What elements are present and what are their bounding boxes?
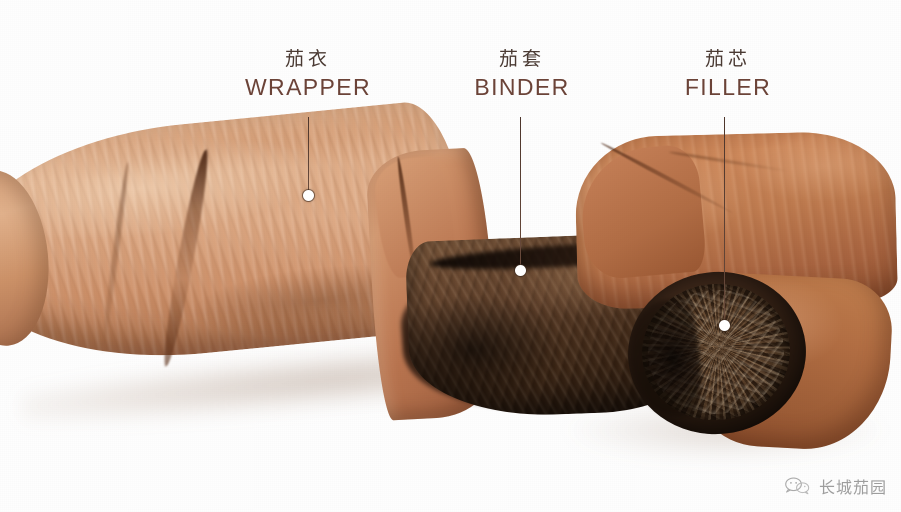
leader-line-wrapper (307, 117, 309, 193)
leader-line-filler (723, 117, 725, 325)
leader-line-binder (519, 117, 521, 270)
leader-dot-wrapper (302, 190, 314, 201)
watermark-text: 长城茄园 (818, 478, 887, 497)
callout-filler: 茄芯 FILLER (648, 48, 808, 103)
leader-dot-binder (514, 265, 526, 276)
leader-dot-filler (718, 320, 730, 331)
callout-binder-cn-label: 茄套 (498, 48, 545, 70)
wechat-icon (785, 477, 810, 495)
callout-wrapper-en-label: WRAPPER (244, 73, 372, 100)
callout-binder: 茄套 BINDER (442, 48, 602, 103)
watermark: 长城茄园 (784, 474, 887, 498)
callout-wrapper: 茄衣 WRAPPER (228, 48, 388, 103)
callout-filler-en-label: FILLER (684, 73, 772, 100)
callout-filler-cn-label: 茄芯 (704, 48, 751, 70)
callout-binder-en-label: BINDER (474, 73, 570, 100)
callout-wrapper-cn-label: 茄衣 (284, 48, 331, 70)
